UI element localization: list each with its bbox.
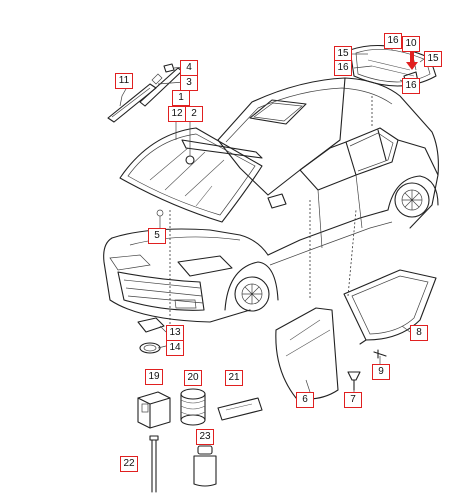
arrow-indicator: [406, 50, 418, 70]
callout-10[interactable]: 10: [402, 36, 420, 52]
adhesive-kit-box: [137, 391, 171, 429]
screw-part: [373, 349, 387, 359]
callout-4[interactable]: 4: [180, 60, 198, 76]
callout-11[interactable]: 11: [115, 73, 133, 89]
quarter-window-glass: [343, 269, 437, 345]
applicator-stick: [149, 435, 159, 493]
callout-13[interactable]: 13: [166, 325, 184, 341]
callout-6[interactable]: 6: [296, 392, 314, 408]
door-glass: [275, 307, 339, 400]
callout-9[interactable]: 9: [372, 364, 390, 380]
callout-16-top[interactable]: 16: [384, 33, 402, 49]
primer-bottle: [193, 445, 217, 487]
callout-15-right[interactable]: 15: [424, 51, 442, 67]
cowl-strip: [181, 139, 263, 159]
callout-16-right[interactable]: 16: [402, 78, 420, 94]
windscreen-glass: [119, 127, 263, 223]
callout-21[interactable]: 21: [225, 370, 243, 386]
callout-7[interactable]: 7: [344, 392, 362, 408]
car-body: [103, 77, 439, 323]
callout-14[interactable]: 14: [166, 340, 184, 356]
callout-8[interactable]: 8: [410, 325, 428, 341]
callout-23[interactable]: 23: [196, 429, 214, 445]
callout-12[interactable]: 12: [168, 106, 186, 122]
callout-3[interactable]: 3: [180, 75, 198, 91]
mirror-bracket: [137, 317, 165, 354]
callout-2[interactable]: 2: [185, 106, 203, 122]
callout-20[interactable]: 20: [184, 370, 202, 386]
clip-part: [347, 371, 361, 391]
sealant-roll: [180, 388, 206, 426]
adhesive-strip: [217, 397, 263, 421]
callout-1[interactable]: 1: [172, 90, 190, 106]
callout-16-left[interactable]: 16: [334, 60, 352, 76]
callout-5[interactable]: 5: [148, 228, 166, 244]
callout-19[interactable]: 19: [145, 369, 163, 385]
callout-22[interactable]: 22: [120, 456, 138, 472]
